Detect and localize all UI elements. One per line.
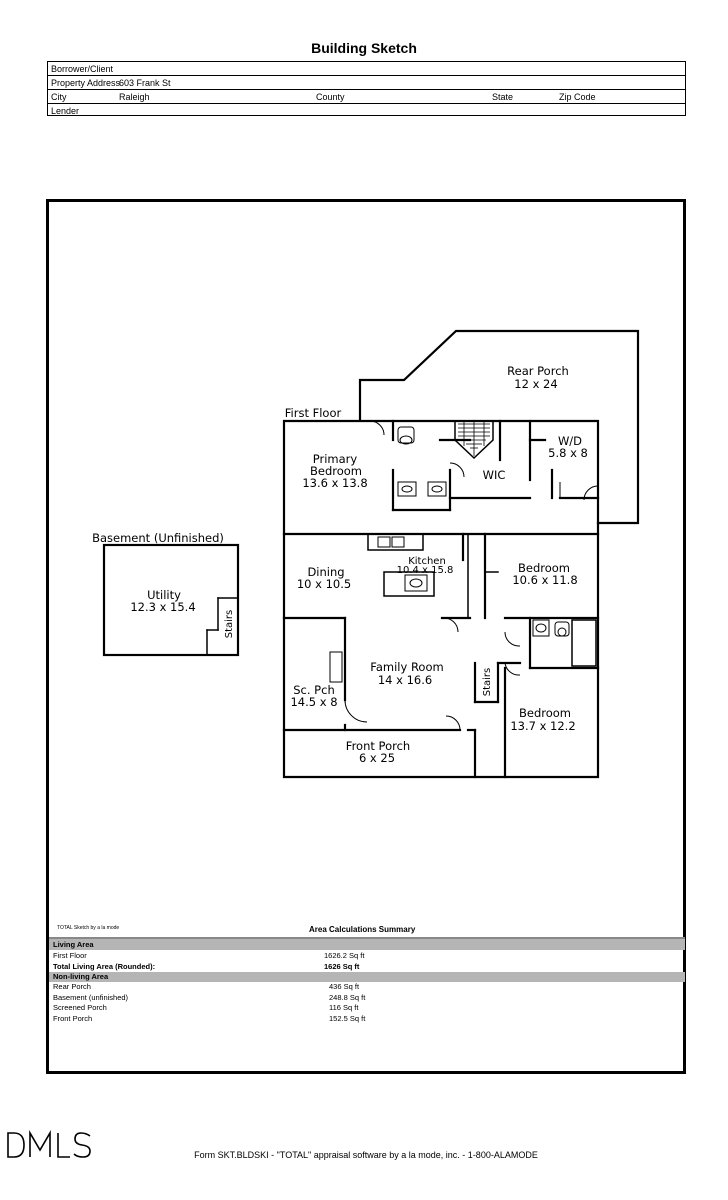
lender-label: Lender bbox=[51, 106, 80, 116]
dining-name: Dining bbox=[307, 565, 344, 579]
utility-name: Utility bbox=[147, 588, 181, 602]
wic-name: WIC bbox=[483, 468, 506, 482]
family-room-name: Family Room bbox=[370, 660, 443, 674]
sc-pch-dims: 14.5 x 8 bbox=[290, 695, 337, 709]
nonliving-row-label: Front Porch bbox=[53, 1014, 93, 1023]
total-living-label: Total Living Area (Rounded): bbox=[53, 962, 156, 971]
bedroom-1-name: Bedroom bbox=[518, 561, 570, 575]
nonliving-row-label: Screened Porch bbox=[53, 1003, 107, 1012]
total-living-value: 1626 Sq ft bbox=[324, 962, 360, 971]
footer-text: Form SKT.BLDSKI - "TOTAL" appraisal soft… bbox=[0, 1150, 728, 1160]
summary-title: Area Calculations Summary bbox=[309, 925, 416, 934]
nonliving-row: Front Porch 152.5 Sq ft bbox=[53, 1014, 673, 1024]
stairs-basement-label: Stairs bbox=[224, 610, 235, 639]
address-label: Property Address bbox=[51, 78, 121, 88]
lender-row: Lender bbox=[48, 104, 685, 118]
nonliving-area-header: Non-living Area bbox=[49, 972, 685, 982]
sketch-credit: TOTAL Sketch by a la mode bbox=[57, 925, 120, 931]
city-label: City bbox=[51, 92, 67, 102]
kitchen-dims: 10.4 x 15.8 bbox=[397, 565, 454, 576]
bedroom-2-name: Bedroom bbox=[519, 706, 571, 720]
wd-dims: 5.8 x 8 bbox=[548, 446, 588, 460]
rear-porch-outline bbox=[358, 329, 640, 525]
sc-pch-name: Sc. Pch bbox=[293, 683, 334, 697]
nonliving-row: Rear Porch 436 Sq ft bbox=[53, 982, 673, 992]
primary-bedroom-name-1: Primary bbox=[313, 452, 358, 466]
address-value: 603 Frank St bbox=[119, 78, 171, 88]
nonliving-row: Screened Porch 116 Sq ft bbox=[53, 1003, 673, 1013]
primary-bedroom-dims: 13.6 x 13.8 bbox=[302, 476, 367, 490]
living-row-label: First Floor bbox=[53, 951, 87, 960]
wd-name: W/D bbox=[558, 434, 582, 448]
kitchen-name: Kitchen bbox=[408, 556, 446, 567]
first-floor-label: First Floor bbox=[285, 406, 342, 420]
zip-label: Zip Code bbox=[559, 92, 596, 102]
rear-porch-dims: 12 x 24 bbox=[514, 377, 557, 391]
bedroom-2-dims: 13.7 x 12.2 bbox=[510, 719, 575, 733]
living-row-first-floor: First Floor 1626.2 Sq ft bbox=[53, 951, 673, 961]
nonliving-row-value: 116 Sq ft bbox=[329, 1003, 359, 1012]
front-porch-name: Front Porch bbox=[346, 739, 410, 753]
primary-bedroom-name-2: Bedroom bbox=[310, 464, 362, 478]
living-row-value: 1626.2 Sq ft bbox=[324, 951, 365, 960]
nonliving-row-value: 152.5 Sq ft bbox=[329, 1014, 366, 1023]
nonliving-area-label: Non-living Area bbox=[53, 972, 109, 981]
dmls-logo-icon bbox=[7, 1130, 91, 1158]
footer-label: Form SKT.BLDSKI - "TOTAL" appraisal soft… bbox=[194, 1150, 538, 1160]
living-area-label: Living Area bbox=[53, 940, 94, 949]
utility-dims: 12.3 x 15.4 bbox=[130, 600, 195, 614]
sketch-frame bbox=[46, 199, 686, 1074]
city-value: Raleigh bbox=[119, 92, 150, 102]
borrower-label: Borrower/Client bbox=[51, 64, 114, 74]
borrower-row: Borrower/Client bbox=[48, 62, 685, 76]
nonliving-row: Basement (unfinished) 248.8 Sq ft bbox=[53, 993, 673, 1003]
bedroom-1-dims: 10.6 x 11.8 bbox=[512, 573, 577, 587]
front-porch-dims: 6 x 25 bbox=[359, 751, 395, 765]
nonliving-row-label: Basement (unfinished) bbox=[53, 993, 129, 1002]
address-row: Property Address 603 Frank St bbox=[48, 76, 685, 90]
dining-dims: 10 x 10.5 bbox=[297, 577, 351, 591]
total-living-row: Total Living Area (Rounded): 1626 Sq ft bbox=[53, 962, 673, 972]
rear-porch-name: Rear Porch bbox=[507, 364, 569, 378]
city-row: City Raleigh County State Zip Code bbox=[48, 90, 685, 104]
family-room-dims: 14 x 16.6 bbox=[378, 673, 432, 687]
property-info-table: Borrower/Client Property Address 603 Fra… bbox=[47, 61, 686, 116]
nonliving-row-label: Rear Porch bbox=[53, 982, 91, 991]
basement-outline bbox=[102, 543, 240, 657]
nonliving-row-value: 248.8 Sq ft bbox=[329, 993, 366, 1002]
county-label: County bbox=[316, 92, 345, 102]
page-title: Building Sketch bbox=[311, 40, 417, 56]
basement-label: Basement (Unfinished) bbox=[92, 531, 224, 545]
living-area-header: Living Area bbox=[49, 939, 685, 950]
summary-rule bbox=[49, 937, 685, 939]
nonliving-row-value: 436 Sq ft bbox=[329, 982, 360, 991]
stairs-main-label: Stairs bbox=[482, 668, 493, 697]
state-label: State bbox=[492, 92, 514, 102]
